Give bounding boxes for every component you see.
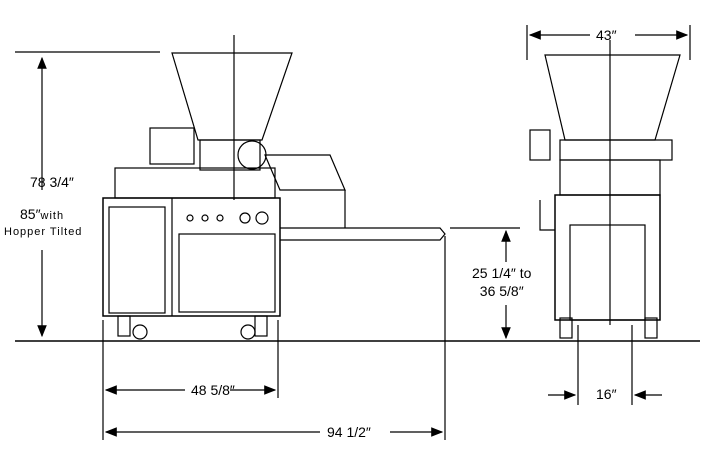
base-length-label: 48 5/8″ bbox=[191, 382, 235, 398]
tilted-height-note: Hopper Tilted bbox=[4, 226, 83, 238]
conveyor-height-label: 25 1/4″ to 36 5/8″ bbox=[472, 264, 531, 300]
height-label: 78 3/4″ bbox=[30, 174, 74, 190]
side-view-machine bbox=[102, 35, 446, 340]
conveyor-height-line1: 25 1/4″ to bbox=[472, 265, 532, 281]
tilted-height-value: 85″ bbox=[20, 206, 41, 222]
end-view-machine bbox=[529, 40, 681, 339]
leg-spacing-label: 16″ bbox=[596, 386, 617, 402]
conveyor-height-line2: 36 5/8″ bbox=[479, 283, 524, 299]
width-label: 43″ bbox=[596, 27, 617, 43]
tilted-height-with: with bbox=[40, 210, 65, 222]
tilted-height-label: 85″with bbox=[20, 206, 64, 222]
overall-length-label: 94 1/2″ bbox=[327, 424, 371, 440]
